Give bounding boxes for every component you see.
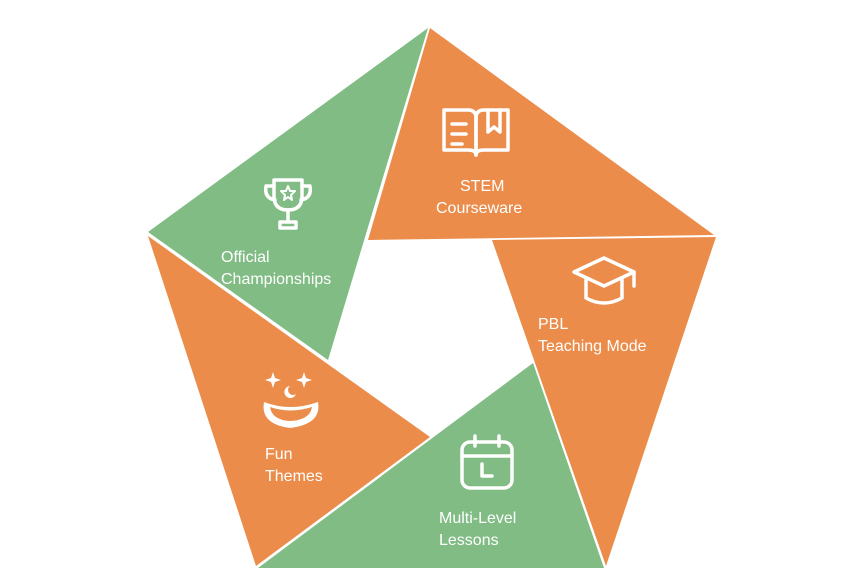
label-line: Lessons xyxy=(439,532,499,549)
open-book-icon xyxy=(442,108,510,157)
label-line: Themes xyxy=(265,468,323,485)
label-official: Official Championships xyxy=(221,247,331,291)
label-line: Courseware xyxy=(436,200,523,217)
segment-pbl xyxy=(492,237,716,566)
label-line: STEM xyxy=(460,178,505,195)
trophy-icon xyxy=(263,178,313,230)
label-line: Championships xyxy=(221,271,332,288)
label-fun: Fun Themes xyxy=(265,444,323,488)
segment-stem xyxy=(368,28,714,240)
label-line: Teaching Mode xyxy=(538,338,647,355)
graduation-cap-icon xyxy=(572,256,636,305)
label-pbl: PBL Teaching Mode xyxy=(538,314,647,358)
segment-fun xyxy=(148,236,430,566)
label-line: Multi-Level xyxy=(439,510,517,527)
segment-multi-level xyxy=(258,363,604,568)
label-line: Official xyxy=(221,249,270,266)
smiling-face-stars-icon xyxy=(263,372,319,428)
label-line: Fun xyxy=(265,446,293,463)
segment-official xyxy=(148,28,428,360)
label-multi-level: Multi-Level Lessons xyxy=(439,508,516,552)
label-line: PBL xyxy=(538,316,569,333)
calendar-icon xyxy=(460,434,514,490)
label-stem: STEM Courseware xyxy=(436,176,522,220)
